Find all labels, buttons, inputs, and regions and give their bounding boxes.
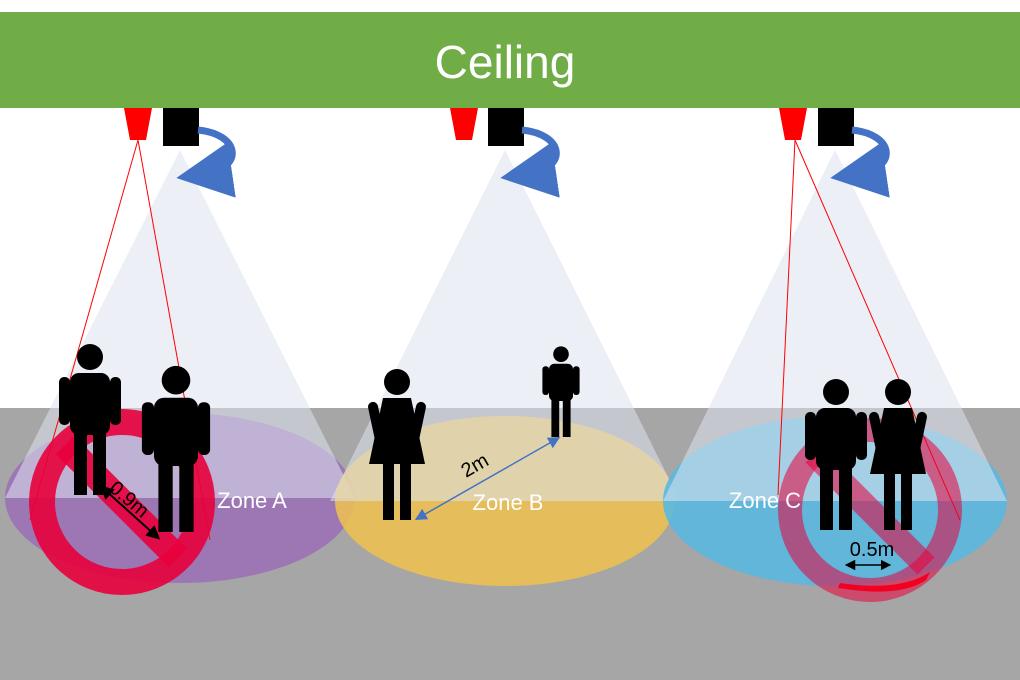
camera-icon	[163, 108, 199, 146]
zone-c-distance-label: 0.5m	[850, 539, 894, 561]
zone-a-label: Zone A	[217, 488, 287, 513]
zone-b-label: Zone B	[473, 490, 544, 515]
sensor-icon	[124, 108, 152, 140]
device-group-a	[124, 108, 236, 198]
sensor-icon	[779, 108, 807, 140]
rotation-arrow-icon	[176, 126, 236, 198]
camera-icon	[818, 108, 854, 146]
zone-a-distance-arrow	[99, 485, 161, 540]
ceiling-bar	[0, 12, 1020, 108]
zone-c: 0.5m Zone C	[663, 139, 1007, 602]
zone-b-distance-arrow	[414, 437, 561, 520]
device-group-c	[779, 108, 890, 198]
zone-b: 2m Zone B	[330, 150, 680, 586]
zone-a: 0.9m Zone A	[5, 139, 355, 595]
rotation-arrow-icon	[500, 126, 560, 198]
zone-c-sensor-beam-left	[777, 139, 796, 496]
rotation-arrow-icon	[830, 126, 890, 198]
sensor-icon	[450, 108, 478, 140]
zone-c-label: Zone C	[729, 488, 801, 513]
ceiling-label: Ceiling	[435, 36, 576, 88]
device-group-b	[450, 108, 560, 198]
camera-icon	[488, 108, 524, 146]
